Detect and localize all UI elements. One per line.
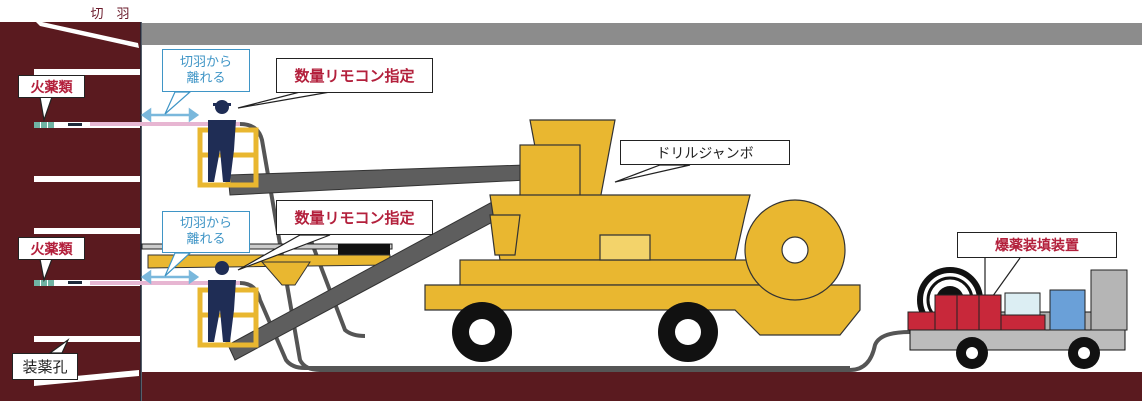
drill-holes: [34, 22, 140, 386]
move-away-label-2: 切羽から 離れる: [162, 211, 250, 253]
charge-hole-label: 装薬孔: [12, 353, 78, 380]
floor: [142, 372, 1142, 401]
remote-label-1: 数量リモコン指定: [276, 58, 433, 93]
explosive-charges: [34, 122, 82, 286]
explosives-label-1: 火薬類: [18, 75, 85, 98]
face-label: 切 羽: [80, 2, 140, 22]
explosive-loading-cart: [907, 267, 1128, 369]
drill-jumbo-label: ドリルジャンボ: [620, 140, 790, 165]
booms: [227, 164, 528, 361]
ceiling: [142, 23, 1142, 45]
remote-label-2: 数量リモコン指定: [276, 200, 433, 235]
move-away-label-1: 切羽から 離れる: [162, 49, 250, 92]
loading-device-label: 爆薬装填装置: [957, 232, 1117, 258]
explosives-label-2: 火薬類: [18, 237, 85, 260]
drill-jumbo: [424, 119, 861, 336]
move-away-arrows: [140, 107, 200, 285]
hose-line: [239, 122, 911, 372]
rail: [141, 243, 393, 286]
jumbo-wheels: [452, 302, 718, 362]
workers: [208, 100, 236, 342]
